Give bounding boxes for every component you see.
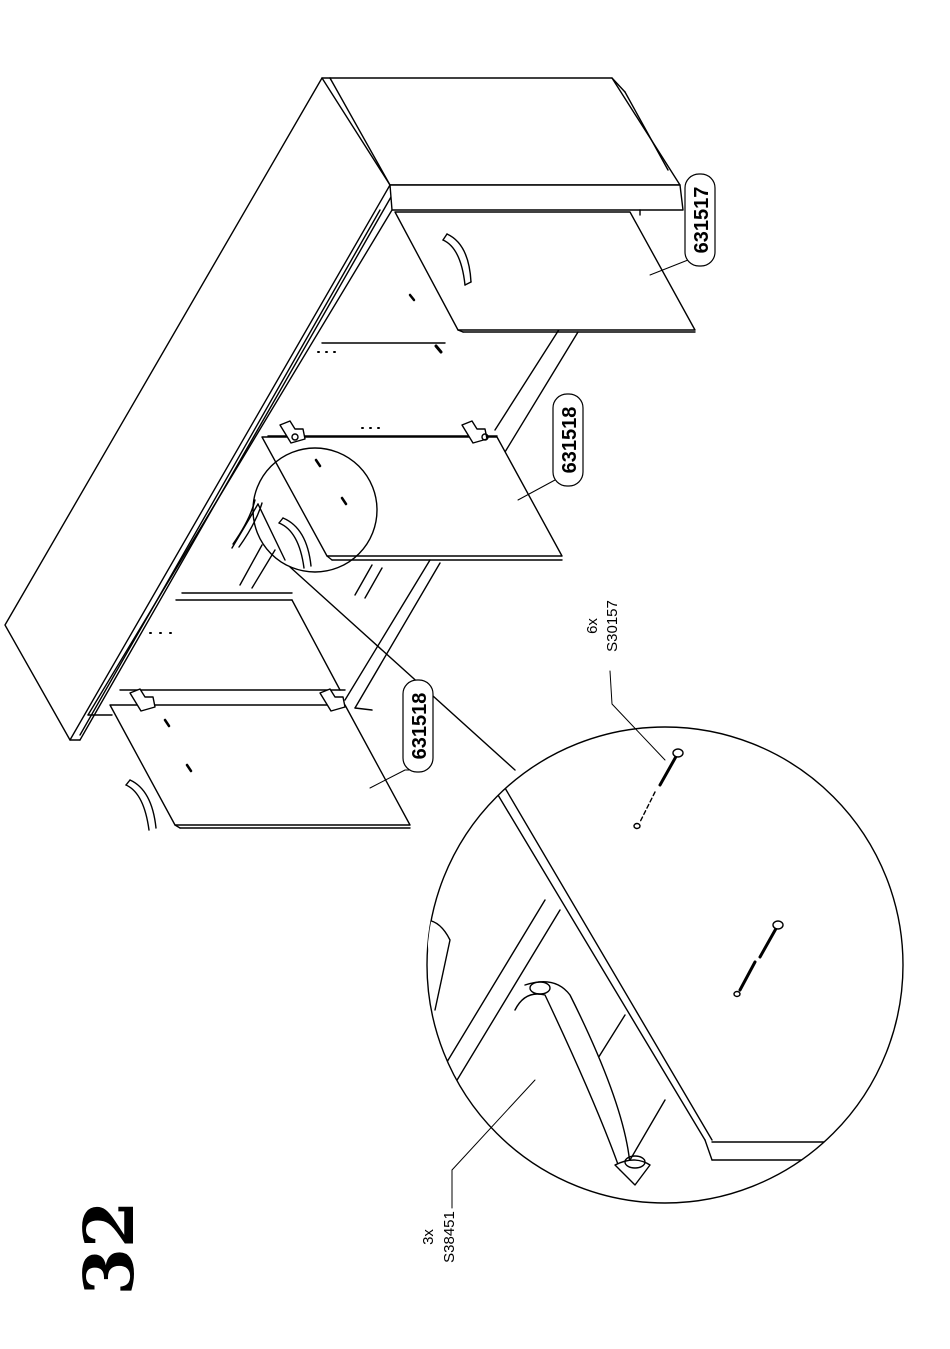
handle-code: S38451 <box>441 1211 458 1263</box>
door-left <box>110 689 410 830</box>
handle-callout: 3x S38451 <box>420 1211 458 1263</box>
door-middle <box>262 421 562 568</box>
part-label-middle-door-text: 631518 <box>559 407 581 474</box>
screw-code: S30157 <box>604 600 621 652</box>
screw-callout: 6x S30157 <box>584 600 621 652</box>
screw-quantity: 6x <box>584 618 601 634</box>
handle-quantity: 3x <box>420 1229 437 1245</box>
part-label-middle-door: 631518 <box>553 394 583 486</box>
part-label-right-door-text: 631517 <box>691 187 713 254</box>
cabinet-top-panel <box>5 78 395 740</box>
part-label-left-door-text: 631518 <box>409 693 431 760</box>
door-right <box>395 212 695 352</box>
part-label-left-door: 631518 <box>403 680 433 772</box>
part-label-right-door: 631517 <box>685 174 715 266</box>
step-number: 32 <box>70 1201 150 1296</box>
zoom-detail-circle <box>425 727 905 1203</box>
